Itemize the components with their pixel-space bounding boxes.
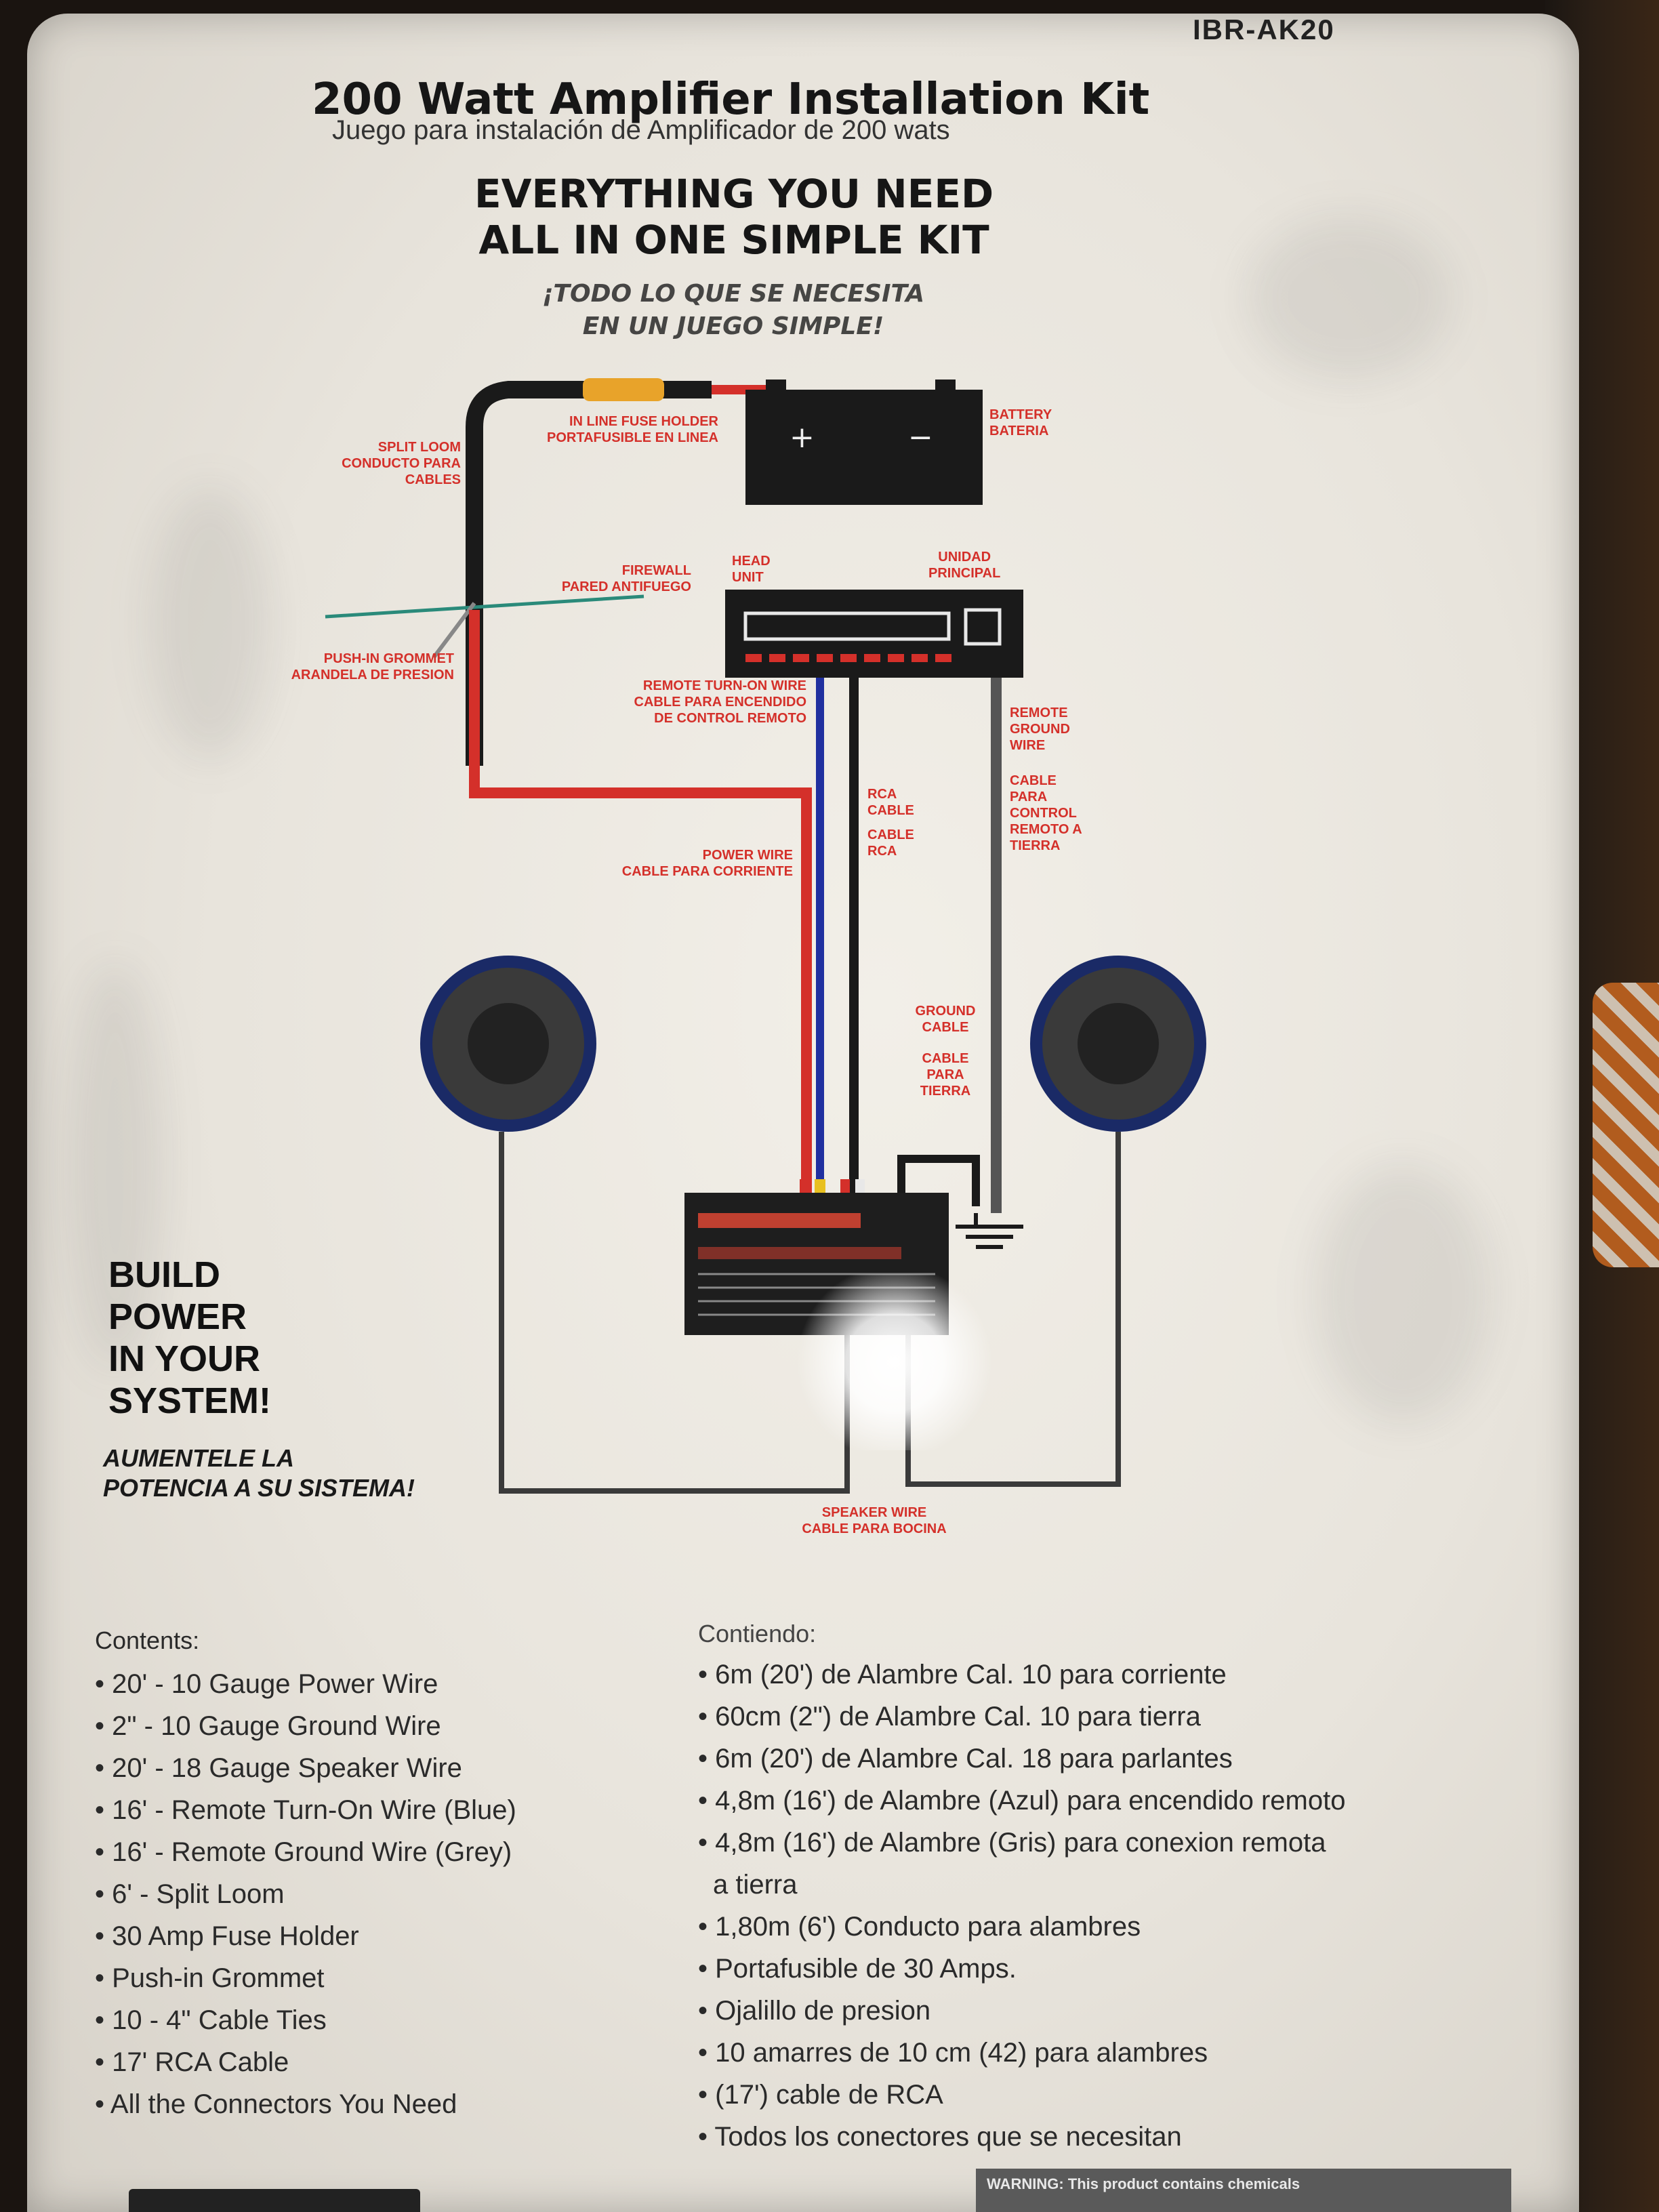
- warning-label: WARNING: This product contains chemicals: [976, 2169, 1511, 2212]
- list-item: 4,8m (16') de Alambre (Gris) para conexi…: [698, 1822, 1345, 1864]
- list-item: 10 amarres de 10 cm (42) para alambres: [698, 2032, 1345, 2074]
- flash-glare: [786, 1274, 1003, 1450]
- split-loom-wire: [466, 381, 712, 766]
- list-item: All the Connectors You Need: [95, 2083, 516, 2125]
- contents-list: 20' - 10 Gauge Power Wire 2" - 10 Gauge …: [95, 1663, 516, 2125]
- battery-plus: +: [790, 420, 815, 455]
- list-item: (17') cable de RCA: [698, 2074, 1345, 2116]
- head-unit-icon: [725, 590, 1023, 678]
- headline-es: ¡TODO LO QUE SE NECESITA EN UN JUEGO SIM…: [542, 280, 925, 340]
- contents-title-es: Contiendo:: [698, 1620, 817, 1647]
- list-item: 10 - 4" Cable Ties: [95, 1999, 516, 2041]
- power-wire: [469, 610, 812, 1193]
- list-item: 17' RCA Cable: [95, 2041, 516, 2083]
- list-item: 60cm (2") de Alambre Cal. 10 para tierra: [698, 1696, 1345, 1738]
- ground-symbol-icon: [956, 1213, 1023, 1249]
- list-item: 6m (20') de Alambre Cal. 10 para corrien…: [698, 1654, 1345, 1696]
- speaker-left-icon: [420, 956, 596, 1132]
- list-item: 4,8m (16') de Alambre (Azul) para encend…: [698, 1780, 1345, 1822]
- list-item: 2" - 10 Gauge Ground Wire: [95, 1705, 516, 1747]
- list-item: a tierra: [713, 1870, 798, 1900]
- battery-minus: −: [908, 420, 933, 455]
- product-title: 200 Watt Amplifier Installation Kit: [312, 75, 1150, 125]
- firewall-line: [325, 594, 644, 619]
- contents-list-es: 6m (20') de Alambre Cal. 10 para corrien…: [698, 1654, 1345, 2158]
- list-item: 16' - Remote Ground Wire (Grey): [95, 1831, 516, 1873]
- grommet-pointer: [432, 602, 476, 659]
- list-item: 16' - Remote Turn-On Wire (Blue): [95, 1789, 516, 1831]
- list-item: Push-in Grommet: [95, 1957, 516, 1999]
- list-item: 20' - 10 Gauge Power Wire: [95, 1663, 516, 1705]
- package-back: IBR-AK20 200 Watt Amplifier Installation…: [27, 14, 1579, 2212]
- background-object: [1593, 983, 1659, 1267]
- list-item: Todos los conectores que se necesitan: [698, 2116, 1345, 2158]
- speaker-right-icon: [1030, 956, 1206, 1132]
- list-item: 1,80m (6') Conducto para alambres: [698, 1906, 1345, 1948]
- model-number: IBR-AK20: [1193, 14, 1335, 45]
- list-item: 20' - 18 Gauge Speaker Wire: [95, 1747, 516, 1789]
- battery-icon: [745, 390, 983, 505]
- product-subtitle: Juego para instalación de Amplificador d…: [332, 115, 950, 145]
- list-item: 30 Amp Fuse Holder: [95, 1915, 516, 1957]
- wiring-diagram: + −: [325, 378, 1206, 1494]
- ground-cable: [897, 1155, 980, 1206]
- contents-title: Contents:: [95, 1626, 200, 1654]
- bottom-logo-bar: [129, 2189, 420, 2212]
- list-item: Ojalillo de presion: [698, 1990, 1345, 2032]
- list-item: 6m (20') de Alambre Cal. 18 para parlant…: [698, 1738, 1345, 1780]
- fuse-holder: [583, 378, 664, 401]
- headline: EVERYTHING YOU NEED ALL IN ONE SIMPLE KI…: [474, 171, 994, 263]
- list-item: Portafusible de 30 Amps.: [698, 1948, 1345, 1990]
- list-item: 6' - Split Loom: [95, 1873, 516, 1915]
